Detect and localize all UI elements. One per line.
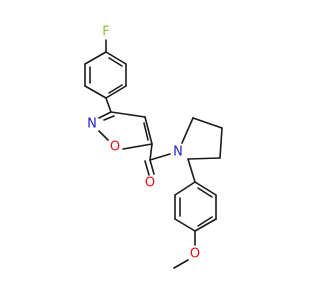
bond-isoxazole-carbonyl [149, 143, 153, 161]
fluorine-atom-label: F [102, 25, 109, 40]
fluorophenyl-ring [84, 51, 127, 99]
bond [110, 111, 146, 118]
bond [84, 85, 107, 99]
bond [98, 130, 109, 141]
bond [194, 218, 217, 232]
bond-pyrrolidine-aryl [187, 158, 196, 183]
bond-o-methyl [173, 259, 189, 269]
pyrrolidine-nitrogen-label: N [173, 145, 183, 160]
bond-carbonyl-n [149, 153, 171, 161]
bond [144, 116, 153, 145]
bond-aryl-isoxazole [105, 97, 112, 113]
bond [219, 127, 223, 159]
methoxyphenyl-ring [174, 181, 217, 232]
isoxazole-oxygen-label: O [110, 140, 120, 155]
double-bond-inner [143, 122, 149, 141]
pyrrolidine-ring [181, 117, 223, 160]
double-bond-inner [197, 187, 213, 198]
bond [194, 181, 217, 196]
isoxazole-nitrogen-label: N [87, 117, 97, 132]
double-bond-inner [197, 216, 213, 227]
bond [84, 51, 107, 65]
double-bond-inner [108, 57, 123, 67]
double-bond-inner [144, 160, 150, 176]
double-bond-inner [103, 115, 115, 121]
methoxy-oxygen-label: O [190, 247, 200, 262]
bond [122, 143, 153, 150]
bond-carbonyl [149, 159, 155, 175]
carbonyl-oxygen-label: O [145, 176, 155, 191]
molecule-structure-diagram: F N O O N O [84, 24, 223, 269]
bond [187, 157, 221, 160]
bond [98, 111, 112, 119]
bond [192, 117, 223, 129]
bond [174, 218, 196, 232]
bond [105, 85, 127, 99]
double-bond-inner [108, 84, 123, 94]
isoxazole-ring [98, 111, 153, 150]
bond [105, 51, 127, 65]
bond [174, 181, 196, 196]
bond [181, 117, 194, 144]
